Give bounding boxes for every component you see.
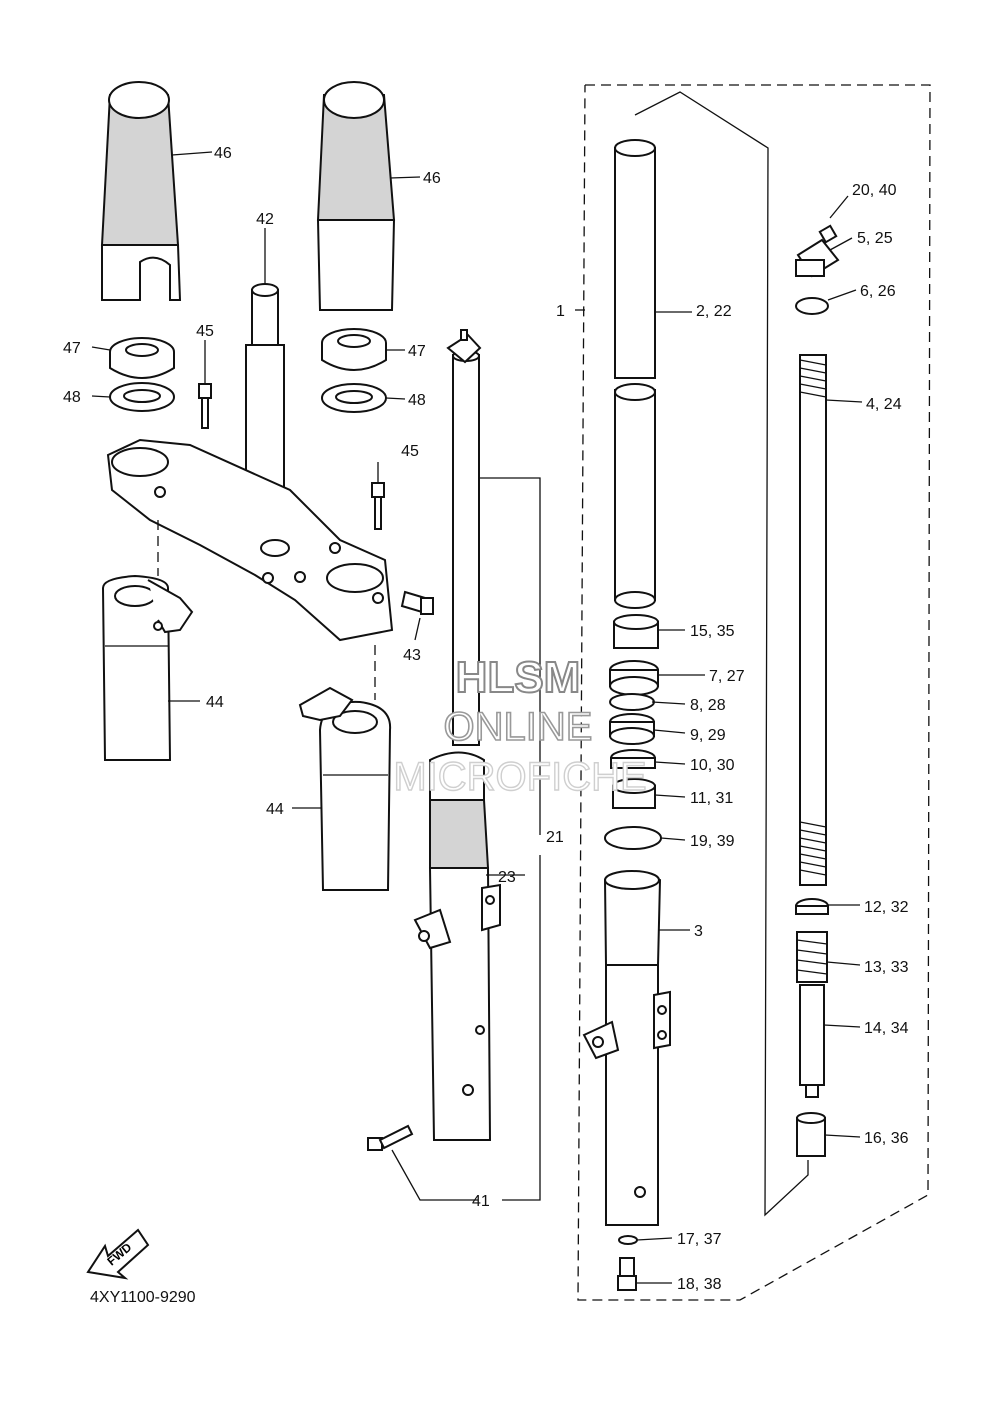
callout-48-left: 48 bbox=[63, 389, 81, 406]
washer-12-32 bbox=[795, 898, 829, 915]
air-valve-20-40 bbox=[818, 224, 838, 244]
diagram-code: 4XY1100-9290 bbox=[90, 1289, 196, 1306]
fork-cover-46-left bbox=[100, 81, 182, 301]
fork-cover-46-right bbox=[316, 81, 396, 311]
outer-tube-3 bbox=[582, 870, 671, 1226]
bushing-47-left bbox=[109, 337, 175, 379]
callout-21: 21 bbox=[546, 829, 564, 846]
fork-cover-44-left bbox=[101, 574, 194, 761]
callout-12-32: 12, 32 bbox=[864, 899, 909, 916]
bolt-18-38 bbox=[617, 1257, 637, 1291]
damper-rod-14-34 bbox=[799, 984, 825, 1098]
bolt-45-right bbox=[371, 482, 385, 530]
callout-3: 3 bbox=[694, 923, 703, 940]
callout-18-38: 18, 38 bbox=[677, 1276, 722, 1293]
inner-tube-21 bbox=[446, 329, 482, 746]
watermark: HLSM ONLINE MICROFICHE bbox=[393, 652, 648, 800]
fork-cover-44-right bbox=[298, 686, 392, 891]
bolt-41 bbox=[367, 1124, 414, 1151]
bolt-45-left bbox=[198, 383, 212, 429]
clip-8-28 bbox=[609, 693, 655, 711]
watermark-line-2: ONLINE bbox=[444, 705, 593, 749]
leader-lines bbox=[91, 91, 863, 1284]
oil-seal-9-29 bbox=[609, 713, 655, 745]
spring-13-33 bbox=[796, 931, 828, 983]
callout-43: 43 bbox=[403, 647, 421, 664]
callout-14-34: 14, 34 bbox=[864, 1020, 909, 1037]
callout-23: 23 bbox=[498, 869, 516, 886]
bushing-15-35 bbox=[613, 614, 659, 649]
callout-4-24: 4, 24 bbox=[866, 396, 902, 413]
callout-42: 42 bbox=[256, 211, 274, 228]
callout-1: 1 bbox=[556, 303, 565, 320]
callout-2-22: 2, 22 bbox=[696, 303, 732, 320]
callout-44-right: 44 bbox=[266, 801, 284, 818]
spacer-7-27 bbox=[609, 660, 659, 696]
spring-4-24 bbox=[799, 354, 827, 886]
callout-45-right: 45 bbox=[401, 443, 419, 460]
callout-41: 41 bbox=[472, 1193, 490, 1210]
callout-10-30: 10, 30 bbox=[690, 757, 735, 774]
washer-48-right bbox=[321, 383, 387, 413]
callout-9-29: 9, 29 bbox=[690, 727, 726, 744]
callout-46-left: 46 bbox=[214, 145, 232, 162]
bushing-11-31 bbox=[612, 778, 656, 809]
oring-19-39 bbox=[604, 826, 662, 850]
callout-6-26: 6, 26 bbox=[860, 283, 896, 300]
callout-15-35: 15, 35 bbox=[690, 623, 735, 640]
callout-48-right: 48 bbox=[408, 392, 426, 409]
watermark-line-3: MICROFICHE bbox=[393, 755, 646, 799]
bolt-43 bbox=[400, 590, 434, 615]
watermark-line-1: HLSM bbox=[456, 653, 581, 702]
callout-8-28: 8, 28 bbox=[690, 697, 726, 714]
callout-47-right: 47 bbox=[408, 343, 426, 360]
outer-tube-23 bbox=[413, 751, 501, 1141]
callout-45-left: 45 bbox=[196, 323, 214, 340]
callout-16-36: 16, 36 bbox=[864, 1130, 909, 1147]
bushing-47-right bbox=[321, 328, 387, 371]
under-bracket bbox=[106, 438, 394, 642]
callout-13-33: 13, 33 bbox=[864, 959, 909, 976]
callout-11-31: 11, 31 bbox=[690, 790, 733, 807]
callout-19-39: 19, 39 bbox=[690, 833, 735, 850]
washer-10-30 bbox=[610, 749, 656, 769]
callout-labels: 46 46 42 47 47 48 48 45 45 43 44 44 1 2,… bbox=[63, 145, 909, 1293]
callout-20-40: 20, 40 bbox=[852, 182, 897, 199]
callout-17-37: 17, 37 bbox=[677, 1231, 722, 1248]
callout-46-right: 46 bbox=[423, 170, 441, 187]
washer-17-37 bbox=[618, 1235, 638, 1245]
callout-47-left: 47 bbox=[63, 340, 81, 357]
washer-48-left bbox=[109, 382, 175, 412]
cap-bolt-5-25 bbox=[795, 238, 840, 278]
oil-lock-piece-16-36 bbox=[796, 1112, 826, 1157]
fwd-arrow-icon: FWD bbox=[86, 1228, 150, 1280]
inner-tube-2-22 bbox=[614, 139, 656, 609]
oring-6-26 bbox=[795, 297, 829, 315]
exploded-view-boundary bbox=[577, 84, 931, 1301]
callout-5-25: 5, 25 bbox=[857, 230, 893, 247]
callout-7-27: 7, 27 bbox=[709, 668, 745, 685]
callout-44-left: 44 bbox=[206, 694, 224, 711]
